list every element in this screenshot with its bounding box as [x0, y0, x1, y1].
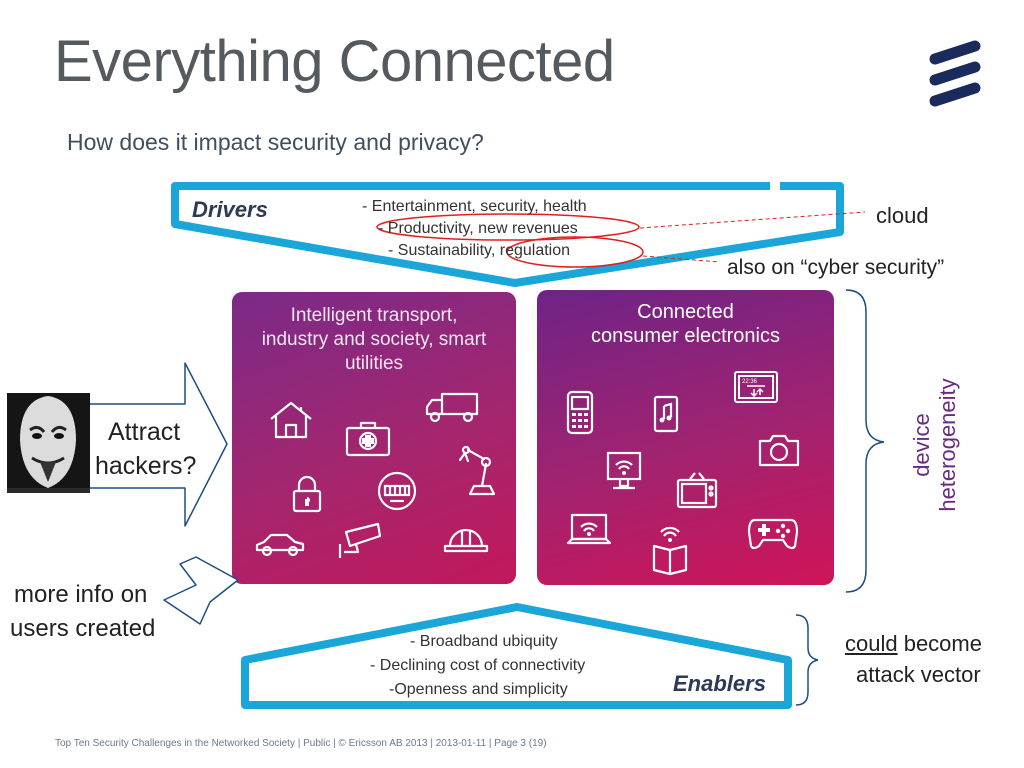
hard-hat-icon: [443, 528, 489, 553]
device-heterogeneity-line: heterogeneity: [935, 378, 960, 512]
drivers-frame: [171, 182, 844, 287]
enablers-frame: [241, 603, 792, 709]
wifi-laptop-icon: [566, 513, 612, 545]
could-word: could: [845, 631, 898, 656]
cloud-annotation: cloud: [876, 203, 929, 228]
cyber-security-connector: [642, 255, 721, 263]
could-become-line: could become: [845, 631, 982, 657]
tile-title-line: utilities: [344, 353, 404, 374]
camera-icon: [758, 434, 800, 467]
house-icon: [270, 401, 312, 439]
mobile-phone-icon: [566, 390, 594, 435]
regulation-highlight: [506, 236, 644, 268]
driver-item: - Entertainment, security, health: [362, 198, 587, 215]
cctv-camera-icon: [338, 522, 382, 558]
slide-title: Everything Connected: [54, 29, 615, 94]
consumer-electronics-title: Connected consumer electronics: [543, 300, 828, 348]
car-icon: [255, 533, 305, 557]
gamepad-icon: [747, 518, 799, 550]
first-aid-kit-icon: [345, 421, 391, 457]
guy-fawkes-mask-image: [7, 393, 90, 493]
padlock-icon: [292, 475, 322, 513]
device-heterogeneity-label: device heterogeneity: [895, 310, 975, 580]
driver-item: - Productivity, new revenues: [378, 220, 578, 237]
slide-footer: Top Ten Security Challenges in the Netwo…: [55, 738, 547, 749]
tablet-icon: 22:36: [734, 371, 778, 403]
music-player-icon: [653, 395, 679, 433]
enabler-item: - Broadband ubiquity: [410, 633, 558, 650]
attract-hackers-line2: hackers?: [95, 452, 197, 480]
tile-title-line: Connected: [637, 301, 734, 323]
truck-icon: [425, 392, 479, 423]
intelligent-transport-tile: Intelligent transport, industry and soci…: [232, 292, 516, 584]
drivers-label: Drivers: [192, 197, 268, 222]
become-word: become: [897, 631, 982, 656]
tablet-time-text: 22:36: [742, 379, 758, 385]
more-info-line1: more info on: [14, 581, 148, 608]
device-heterogeneity-brace: [845, 289, 885, 593]
tile-title-line: Intelligent transport,: [290, 305, 458, 326]
more-info-arrow: [163, 556, 239, 625]
robot-arm-icon: [458, 445, 496, 496]
driver-item: - Sustainability, regulation: [388, 242, 571, 259]
enablers-label: Enablers: [673, 671, 766, 696]
productivity-highlight: [376, 213, 640, 241]
enabler-item: - Declining cost of connectivity: [370, 657, 586, 674]
more-info-line2: users created: [10, 615, 156, 642]
television-icon: [676, 472, 718, 509]
tile-title-line: consumer electronics: [591, 325, 780, 347]
consumer-electronics-tile: Connected consumer electronics 22:36: [537, 290, 834, 585]
attack-vector-brace: [795, 614, 819, 706]
meter-icon: [377, 471, 417, 511]
intelligent-transport-title: Intelligent transport, industry and soci…: [238, 304, 510, 376]
wifi-monitor-icon: [606, 451, 642, 490]
slide-subtitle: How does it impact security and privacy?: [67, 129, 484, 155]
tile-title-line: industry and society, smart: [261, 329, 487, 350]
cloud-connector: [639, 211, 866, 229]
enabler-item: -Openness and simplicity: [389, 681, 568, 698]
e-reader-icon: [652, 526, 688, 576]
cyber-security-annotation: also on “cyber security”: [727, 256, 945, 279]
attract-hackers-arrow: [88, 362, 228, 527]
ericsson-logo: [929, 40, 981, 107]
attract-hackers-line1: Attract: [108, 418, 181, 446]
device-heterogeneity-line: device: [909, 413, 934, 477]
attack-vector-line: attack vector: [856, 662, 981, 687]
